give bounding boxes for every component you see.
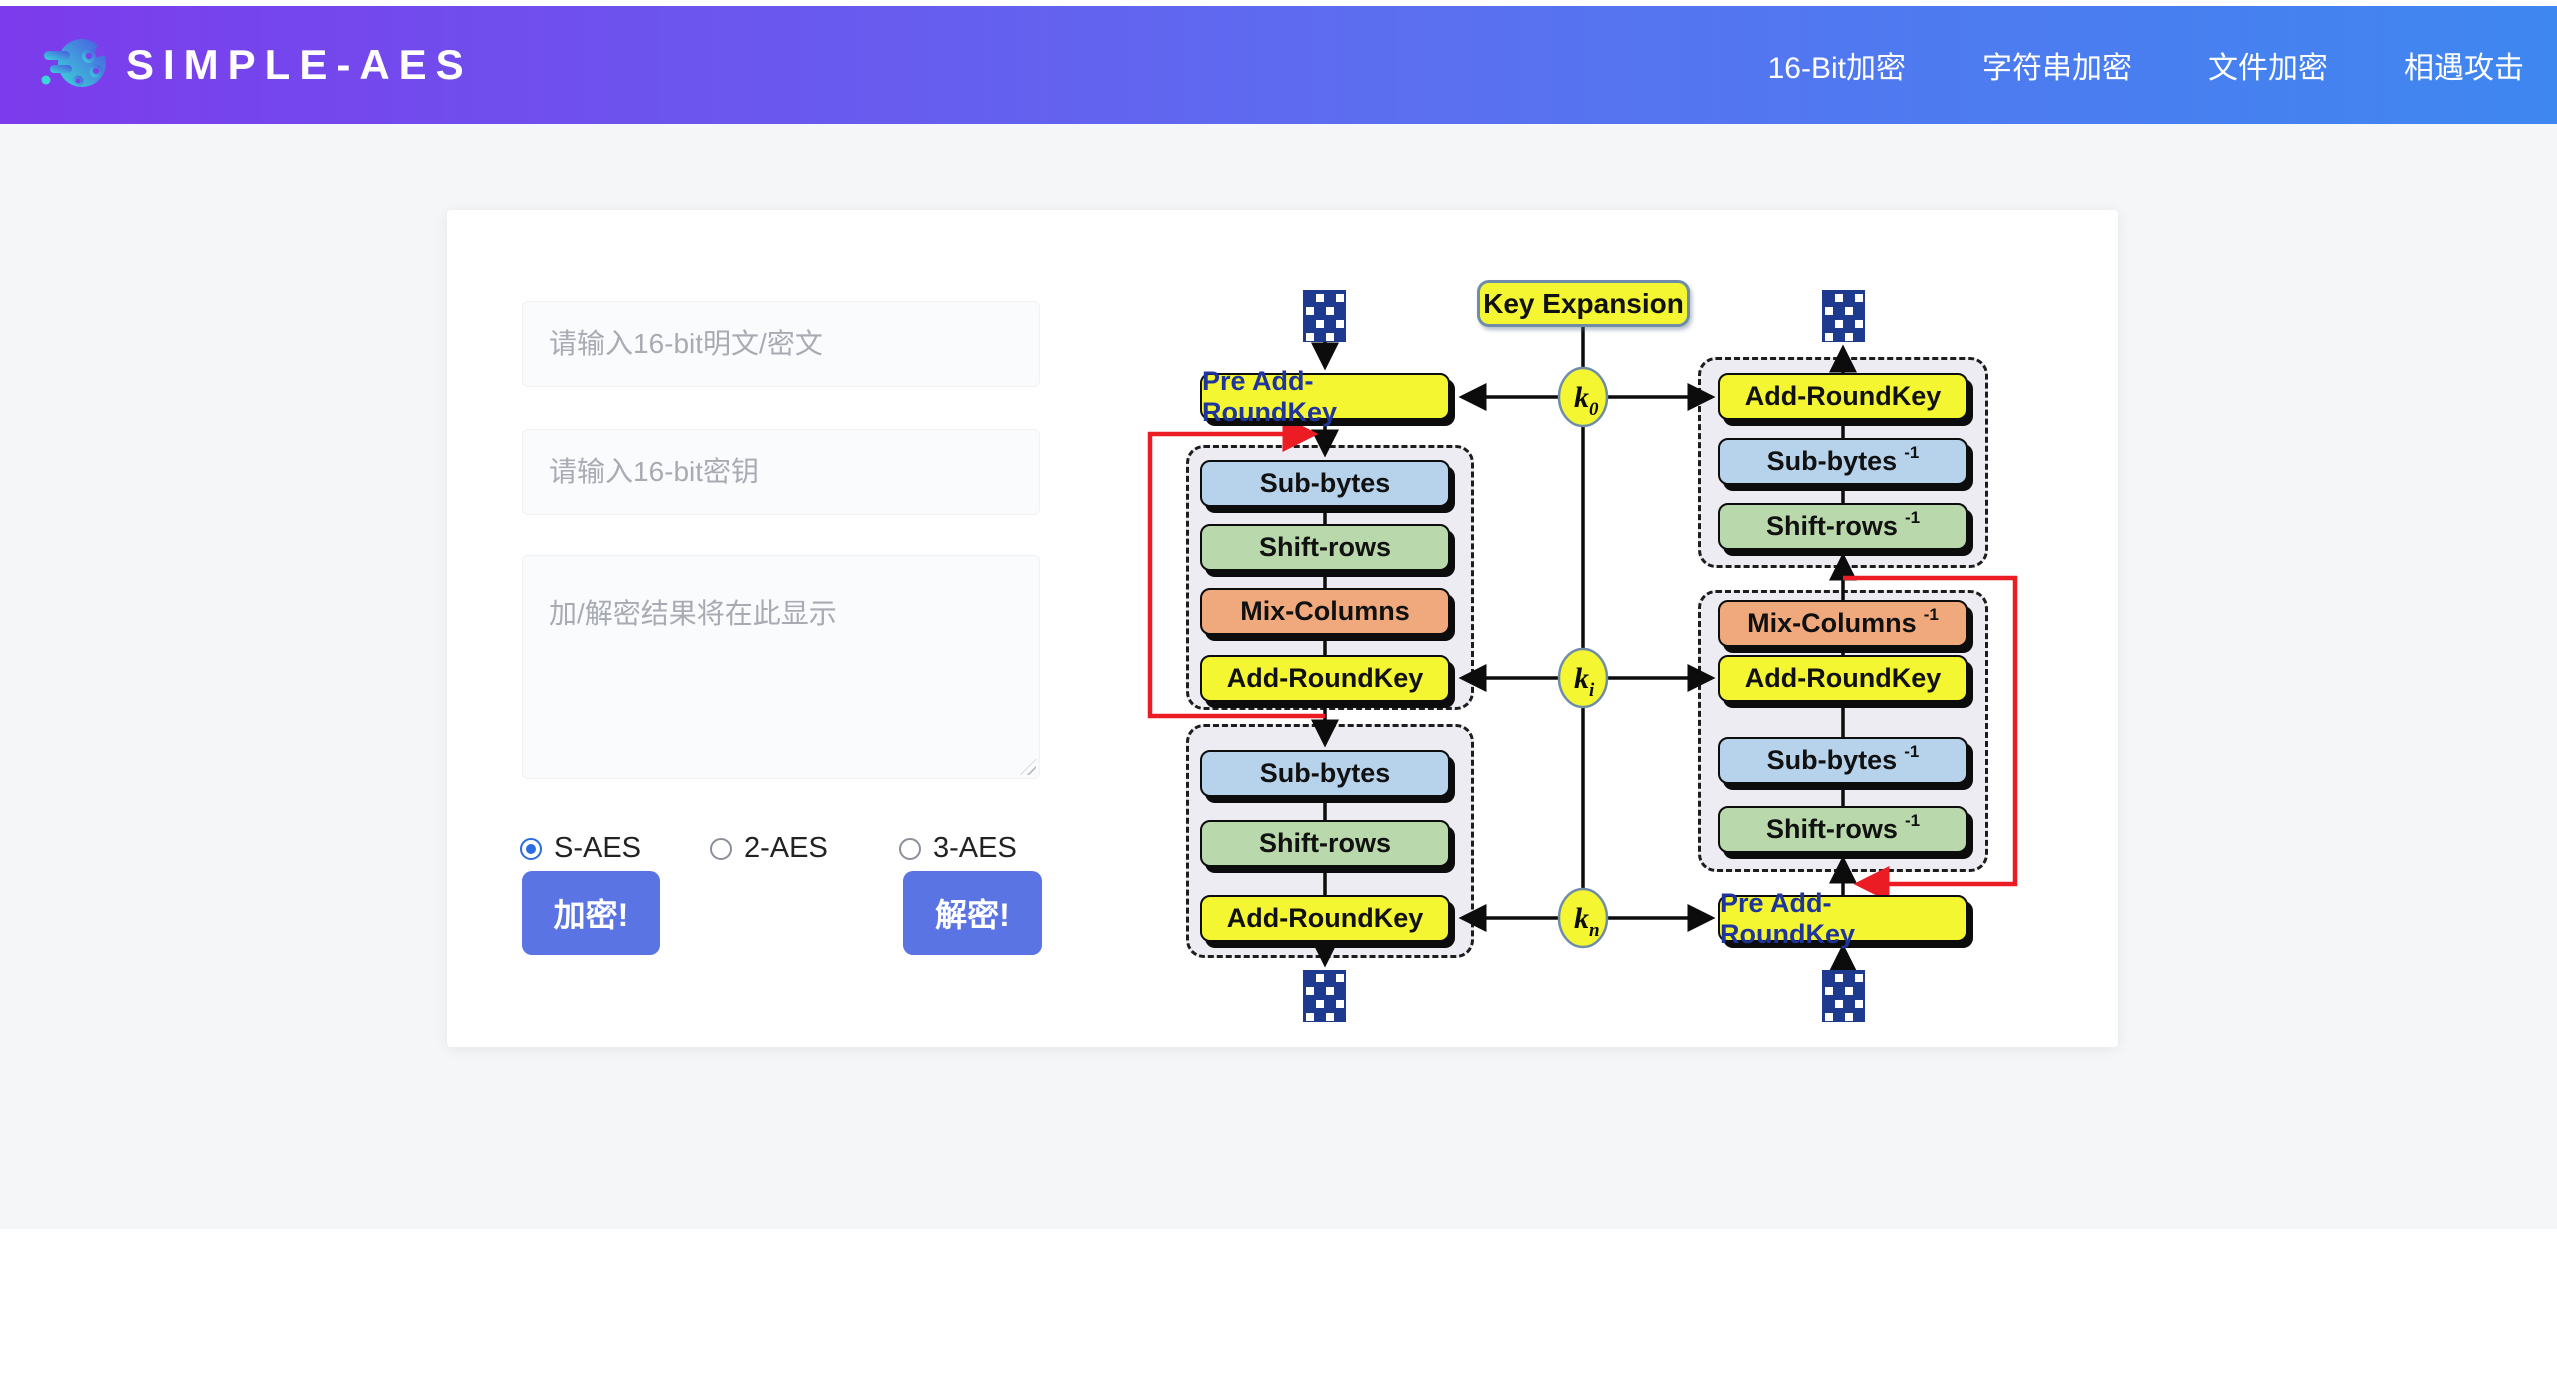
add-roundkey-inv-box: Add-RoundKey	[1718, 373, 1968, 420]
key-expansion-box: Key Expansion	[1477, 280, 1690, 327]
result-textarea[interactable]	[522, 555, 1040, 779]
add-roundkey-box: Add-RoundKey	[1200, 655, 1450, 702]
shift-rows-box-2: Shift-rows	[1200, 820, 1450, 867]
add-roundkey-box-2: Add-RoundKey	[1200, 895, 1450, 942]
top-navbar: SIMPLE-AES 16-Bit加密 字符串加密 文件加密 相遇攻击	[0, 6, 2557, 124]
svg-text:kn: kn	[1574, 902, 1600, 941]
mode-radio-3-aes[interactable]: 3-AES	[899, 832, 1017, 865]
plaintext-state-icon-right	[1822, 290, 1865, 342]
radio-icon[interactable]	[710, 837, 732, 860]
shift-rows-inv-box: Shift-rows-1	[1718, 503, 1968, 550]
key-input[interactable]	[522, 429, 1040, 515]
mix-columns-box: Mix-Columns	[1200, 588, 1450, 635]
ciphertext-state-icon	[1303, 970, 1346, 1022]
sub-bytes-inv-box-2: Sub-bytes-1	[1718, 737, 1968, 784]
key-k0: k0	[1557, 366, 1609, 428]
s-aes-flow-diagram: k0 ki kn Key Expansion Pre Add-RoundKey …	[1100, 230, 2100, 1042]
ciphertext-state-icon-right	[1822, 970, 1865, 1022]
encrypt-button[interactable]: 加密!	[522, 871, 660, 955]
sub-bytes-inv-box: Sub-bytes-1	[1718, 438, 1968, 485]
decrypt-button[interactable]: 解密!	[903, 871, 1042, 955]
svg-text:ki: ki	[1574, 662, 1595, 701]
mix-columns-inv-box: Mix-Columns-1	[1718, 600, 1968, 647]
svg-text:k0: k0	[1574, 381, 1599, 420]
nav-file-encrypt[interactable]: 文件加密	[2208, 52, 2328, 85]
plaintext-input[interactable]	[522, 301, 1040, 387]
mode-radio-2-aes[interactable]: 2-AES	[710, 832, 828, 865]
radio-icon[interactable]	[520, 837, 542, 860]
nav-meet-attack[interactable]: 相遇攻击	[2404, 52, 2524, 85]
logo-icon	[40, 29, 108, 102]
plaintext-state-icon	[1303, 290, 1346, 342]
pre-add-roundkey-box: Pre Add-RoundKey	[1200, 366, 1450, 427]
key-kn: kn	[1557, 887, 1609, 949]
sub-bytes-box-2: Sub-bytes	[1200, 750, 1450, 797]
nav-16bit-encrypt[interactable]: 16-Bit加密	[1767, 52, 1906, 85]
nav-string-encrypt[interactable]: 字符串加密	[1982, 52, 2132, 85]
brand[interactable]: SIMPLE-AES	[40, 29, 473, 102]
main-nav: 16-Bit加密 字符串加密 文件加密 相遇攻击	[1768, 6, 2524, 124]
key-ki: ki	[1557, 647, 1609, 709]
mode-radio-s-aes[interactable]: S-AES	[520, 832, 641, 865]
sub-bytes-box: Sub-bytes	[1200, 460, 1450, 507]
radio-icon[interactable]	[899, 837, 921, 860]
add-roundkey-inv-box-2: Add-RoundKey	[1718, 655, 1968, 702]
shift-rows-inv-box-2: Shift-rows-1	[1718, 806, 1968, 853]
shift-rows-box: Shift-rows	[1200, 524, 1450, 571]
brand-title: SIMPLE-AES	[126, 41, 473, 88]
pre-add-roundkey-inv-box: Pre Add-RoundKey	[1718, 888, 1968, 949]
